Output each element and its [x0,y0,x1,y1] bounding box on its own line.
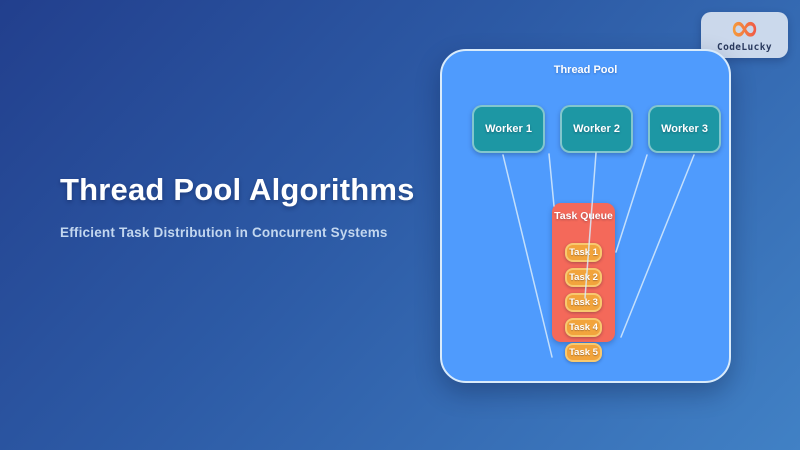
task-queue-label: Task Queue [554,210,613,222]
thread-pool-label: Thread Pool [553,64,618,76]
worker-node-3: Worker 3 [648,105,721,153]
worker-node-1: Worker 1 [472,105,545,153]
task-item-1: Task 1 [565,243,602,262]
task-queue: Task Queue Task 1 Task 2 Task 3 Task 4 T… [552,203,615,362]
task-item-5: Task 5 [565,343,602,362]
task-item-2: Task 2 [565,268,602,287]
infinity-logo-icon: ∞ [729,8,760,49]
page-subtitle: Efficient Task Distribution in Concurren… [60,224,388,240]
worker-node-2: Worker 2 [560,105,633,153]
thread-pool-panel: Thread Pool Worker 1 Worker 2 Worker 3 T… [440,49,731,383]
task-item-4: Task 4 [565,318,602,337]
brand-name: CodeLucky [716,42,773,53]
hero-text-block: Thread Pool Algorithms Efficient Task Di… [60,172,460,240]
page-title: Thread Pool Algorithms [60,172,415,207]
task-item-3: Task 3 [565,293,602,312]
